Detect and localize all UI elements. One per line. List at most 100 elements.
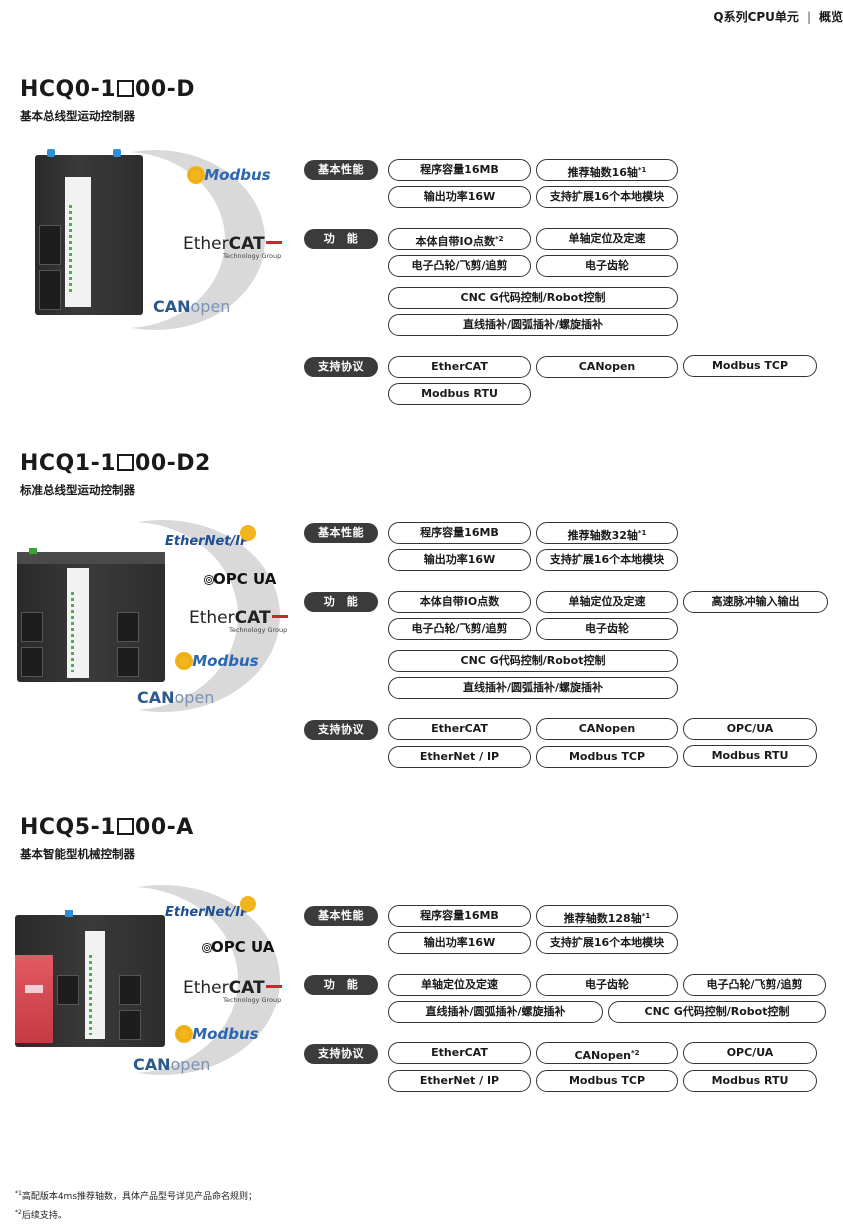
ethernetip-logo: EtherNet/IP <box>165 896 256 920</box>
protocol-pill: Modbus TCP <box>536 746 678 768</box>
spec-pill: 推荐轴数32轴*1 <box>536 522 678 544</box>
spec-pill: 输出功率16W <box>388 186 531 208</box>
ethercat-arrow-icon <box>271 615 288 618</box>
placeholder-box-icon <box>117 454 135 471</box>
placeholder-box-icon <box>117 80 135 97</box>
label-protocol: 支持协议 <box>304 720 378 740</box>
function-pill: CNC G代码控制/Robot控制 <box>608 1001 826 1023</box>
opcua-dots-icon <box>201 942 213 954</box>
label-basic: 基本性能 <box>304 523 378 543</box>
footnotes: *1高配版本4ms推荐轴数，具体产品型号详见产品命名规则； *2后续支持。 <box>15 1186 257 1224</box>
protocol-pill: Modbus RTU <box>683 745 817 767</box>
label-function: 功 能 <box>304 975 378 995</box>
label-function: 功 能 <box>304 592 378 612</box>
function-pill: 电子凸轮/飞剪/追剪 <box>683 974 826 996</box>
spec-pill: 推荐轴数16轴*1 <box>536 159 678 181</box>
function-pill: 本体自带IO点数 <box>388 591 531 613</box>
function-pill: 电子齿轮 <box>536 255 678 277</box>
label-protocol: 支持协议 <box>304 357 378 377</box>
opcua-logo: OPC UA <box>203 570 276 588</box>
protocol-pill: Modbus RTU <box>388 383 531 405</box>
spec-pill: 程序容量16MB <box>388 905 531 927</box>
product-title: HCQ1-1 00-D2 <box>20 451 211 476</box>
controller-device-image <box>15 910 165 1047</box>
protocol-pill: Modbus TCP <box>536 1070 678 1092</box>
protocol-pill: OPC/UA <box>683 1042 817 1064</box>
protocol-pill: OPC/UA <box>683 718 817 740</box>
protocol-pill: Modbus TCP <box>683 355 817 377</box>
spec-pill: 支持扩展16个本地模块 <box>536 932 678 954</box>
ethernetip-sun-icon <box>239 525 256 541</box>
model-prefix: HCQ5-1 <box>20 815 117 840</box>
model-prefix: HCQ0-1 <box>20 77 117 102</box>
model-suffix: 00-A <box>135 815 194 840</box>
protocol-pill: CANopen <box>536 356 678 378</box>
controller-device-image <box>35 149 143 315</box>
header-divider: | <box>806 10 811 24</box>
modbus-logo: Modbus <box>175 1025 259 1043</box>
protocol-pill: Modbus RTU <box>683 1070 817 1092</box>
protocol-pill: EtherCAT <box>388 356 531 378</box>
header-section: 概览 <box>818 10 843 24</box>
function-pill: CNC G代码控制/Robot控制 <box>388 287 678 309</box>
spec-pill: 输出功率16W <box>388 549 531 571</box>
protocol-pill: EtherCAT <box>388 718 531 740</box>
label-protocol: 支持协议 <box>304 1044 378 1064</box>
modbus-gear-icon <box>175 652 193 670</box>
product-subtitle: 基本总线型运动控制器 <box>20 109 135 123</box>
protocol-pill: EtherNet / IP <box>388 746 531 768</box>
spec-pill: 支持扩展16个本地模块 <box>536 186 678 208</box>
function-pill: 电子齿轮 <box>536 618 678 640</box>
header-series: Q系列CPU单元 <box>713 10 799 24</box>
function-pill: 直线插补/圆弧插补/螺旋插补 <box>388 314 678 336</box>
protocol-pill: CANopen <box>536 718 678 740</box>
product-subtitle: 基本智能型机械控制器 <box>20 847 135 861</box>
label-function: 功 能 <box>304 229 378 249</box>
model-prefix: HCQ1-1 <box>20 451 117 476</box>
function-pill: 本体自带IO点数*2 <box>388 228 531 250</box>
ethercat-arrow-icon <box>265 985 282 988</box>
spec-pill: 程序容量16MB <box>388 522 531 544</box>
canopen-logo: CANopen <box>137 688 215 707</box>
protocol-pill: CANopen*2 <box>536 1042 678 1064</box>
spec-pill: 推荐轴数128轴*1 <box>536 905 678 927</box>
footnote-1: *1高配版本4ms推荐轴数，具体产品型号详见产品命名规则； <box>15 1190 258 1202</box>
spec-pill: 输出功率16W <box>388 932 531 954</box>
spec-pill: 程序容量16MB <box>388 159 531 181</box>
placeholder-box-icon <box>117 818 135 835</box>
canopen-logo: CANopen <box>153 297 231 316</box>
ethernetip-sun-icon <box>239 896 256 912</box>
function-pill: 电子凸轮/飞剪/追剪 <box>388 255 531 277</box>
function-pill: 单轴定位及定速 <box>536 591 678 613</box>
controller-device-image <box>17 548 165 682</box>
label-basic: 基本性能 <box>304 160 378 180</box>
function-pill: 直线插补/圆弧插补/螺旋插补 <box>388 677 678 699</box>
modbus-logo: Modbus <box>187 166 271 184</box>
function-pill: CNC G代码控制/Robot控制 <box>388 650 678 672</box>
product-title: HCQ5-1 00-A <box>20 815 194 840</box>
footnote-2: *2后续支持。 <box>15 1209 67 1221</box>
function-pill: 单轴定位及定速 <box>388 974 531 996</box>
model-suffix: 00-D2 <box>135 451 211 476</box>
opcua-dots-icon <box>203 574 215 586</box>
ethernetip-logo: EtherNet/IP <box>165 525 256 549</box>
modbus-gear-icon <box>175 1025 193 1043</box>
modbus-gear-icon <box>187 166 205 184</box>
function-pill: 直线插补/圆弧插补/螺旋插补 <box>388 1001 603 1023</box>
function-pill: 高速脉冲输入输出 <box>683 591 828 613</box>
function-pill: 电子齿轮 <box>536 974 678 996</box>
ethercat-arrow-icon <box>265 241 282 244</box>
modbus-logo: Modbus <box>175 652 259 670</box>
canopen-logo: CANopen <box>133 1055 211 1074</box>
page-header: Q系列CPU单元 | 概览 <box>713 8 843 25</box>
protocol-pill: EtherNet / IP <box>388 1070 531 1092</box>
protocol-pill: EtherCAT <box>388 1042 531 1064</box>
function-pill: 电子凸轮/飞剪/追剪 <box>388 618 531 640</box>
